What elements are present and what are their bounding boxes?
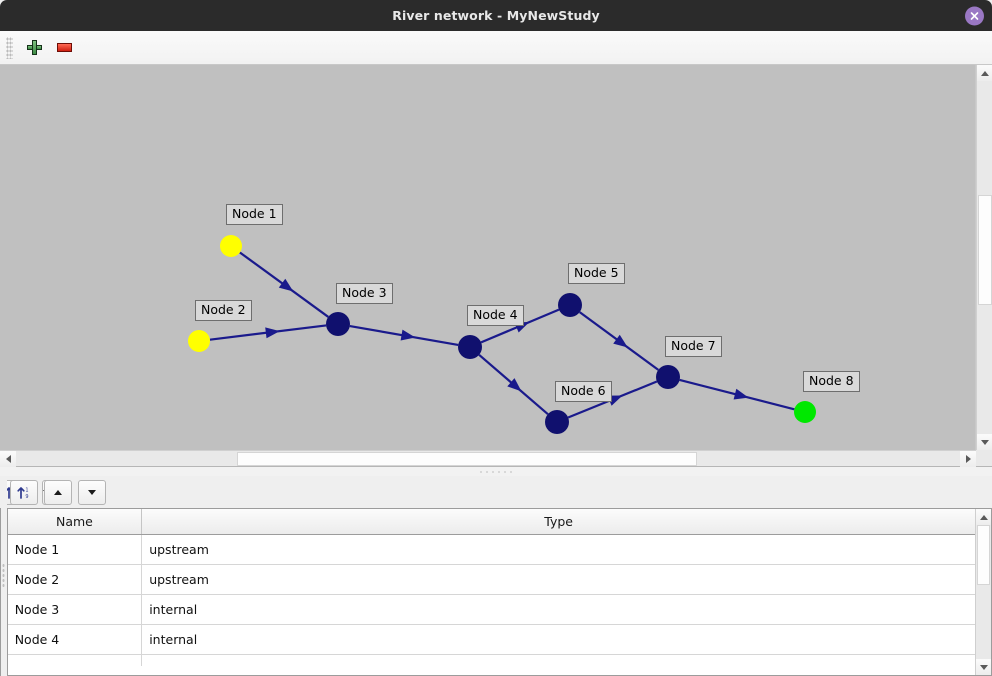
graph-node-label[interactable]: Node 3 xyxy=(336,283,393,304)
edge-arrow-icon xyxy=(507,378,522,392)
graph-node-label[interactable]: Node 8 xyxy=(803,371,860,392)
plus-icon xyxy=(26,40,42,55)
add-node-button[interactable] xyxy=(19,34,49,62)
bottom-panes: 1 9 NameNode1Node2 Node 1 -> Node 3Node … xyxy=(0,476,992,676)
edge-arrow-icon xyxy=(278,278,294,292)
sort-ascending-icon: 1 9 xyxy=(17,486,29,500)
graph-node-label[interactable]: Node 4 xyxy=(467,305,524,326)
node-cell[interactable] xyxy=(7,654,143,666)
remove-node-button[interactable] xyxy=(49,34,79,62)
node-toolbar: 1 9 xyxy=(7,476,992,508)
main-toolbar xyxy=(0,31,992,65)
graph-node-label[interactable]: Node 7 xyxy=(665,336,722,357)
arrow-up-icon xyxy=(53,489,62,495)
edge-arrow-icon xyxy=(733,388,749,400)
vertical-splitter[interactable] xyxy=(0,476,7,676)
node-cell[interactable]: internal xyxy=(141,624,976,655)
graph-node[interactable] xyxy=(326,312,350,336)
node-scroll-up-arrow[interactable] xyxy=(976,509,992,525)
graph-node[interactable] xyxy=(794,401,816,423)
node-cell[interactable]: upstream xyxy=(141,564,976,595)
toolbar-grip[interactable] xyxy=(6,36,13,59)
node-table-vscrollbar[interactable] xyxy=(975,509,992,675)
graph-node-label[interactable]: Node 1 xyxy=(226,204,283,225)
graph-node[interactable] xyxy=(188,330,210,352)
node-cell[interactable]: Node 3 xyxy=(7,594,143,625)
vscroll-down-arrow[interactable] xyxy=(977,434,992,450)
vsplitter-grip-icon xyxy=(2,563,6,589)
edge-arrow-icon xyxy=(400,329,416,341)
window-title: River network - MyNewStudy xyxy=(392,8,600,23)
minus-icon xyxy=(56,43,72,52)
graph-pane: Node 1 Node 2 Node 3 Node 4 Node 5 Node 6 Node… xyxy=(0,65,992,467)
node-move-up-button[interactable] xyxy=(43,479,72,505)
node-cell[interactable]: Node 2 xyxy=(7,564,143,595)
node-cell[interactable]: Node 4 xyxy=(7,624,143,655)
vscroll-thumb[interactable] xyxy=(978,195,992,305)
table-row[interactable] xyxy=(7,654,976,666)
graph-node[interactable] xyxy=(545,410,569,434)
node-cell[interactable]: internal xyxy=(141,594,976,625)
hscroll-thumb[interactable] xyxy=(237,452,697,466)
node-sort-button[interactable]: 1 9 xyxy=(9,479,38,505)
graph-node-label[interactable]: Node 5 xyxy=(568,263,625,284)
hscroll-right-arrow[interactable] xyxy=(960,451,976,467)
splitter-grip-icon xyxy=(478,469,514,474)
node-cell[interactable] xyxy=(141,654,976,666)
network-graph xyxy=(188,235,816,434)
node-scroll-down-arrow[interactable] xyxy=(976,659,992,675)
svg-text:1: 1 xyxy=(26,487,29,493)
title-bar: River network - MyNewStudy xyxy=(0,0,992,31)
scroll-corner xyxy=(976,450,992,466)
horizontal-splitter[interactable] xyxy=(0,466,992,476)
graph-node-label[interactable]: Node 6 xyxy=(555,381,612,402)
graph-node[interactable] xyxy=(656,365,680,389)
node-scroll-thumb[interactable] xyxy=(977,525,991,585)
vscroll-up-arrow[interactable] xyxy=(977,65,992,81)
close-icon[interactable] xyxy=(965,6,984,25)
network-canvas[interactable]: Node 1 Node 2 Node 3 Node 4 Node 5 Node 6 Node… xyxy=(0,65,976,450)
graph-vscrollbar[interactable] xyxy=(976,65,992,450)
node-cell[interactable]: Node 1 xyxy=(7,534,143,565)
graph-node[interactable] xyxy=(558,293,582,317)
graph-hscrollbar[interactable] xyxy=(0,450,976,467)
edge-arrow-icon xyxy=(613,334,628,348)
graph-node[interactable] xyxy=(220,235,242,257)
node-move-down-button[interactable] xyxy=(77,479,106,505)
edge-arrow-icon xyxy=(265,327,280,339)
node-cell[interactable]: upstream xyxy=(141,534,976,565)
node-column-header[interactable]: Type xyxy=(141,509,976,535)
arrow-down-icon xyxy=(87,489,96,495)
svg-text:9: 9 xyxy=(26,494,29,500)
hscroll-left-arrow[interactable] xyxy=(0,451,16,467)
node-column-header[interactable]: Name xyxy=(7,509,143,535)
graph-node[interactable] xyxy=(458,335,482,359)
graph-node-label[interactable]: Node 2 xyxy=(195,300,252,321)
